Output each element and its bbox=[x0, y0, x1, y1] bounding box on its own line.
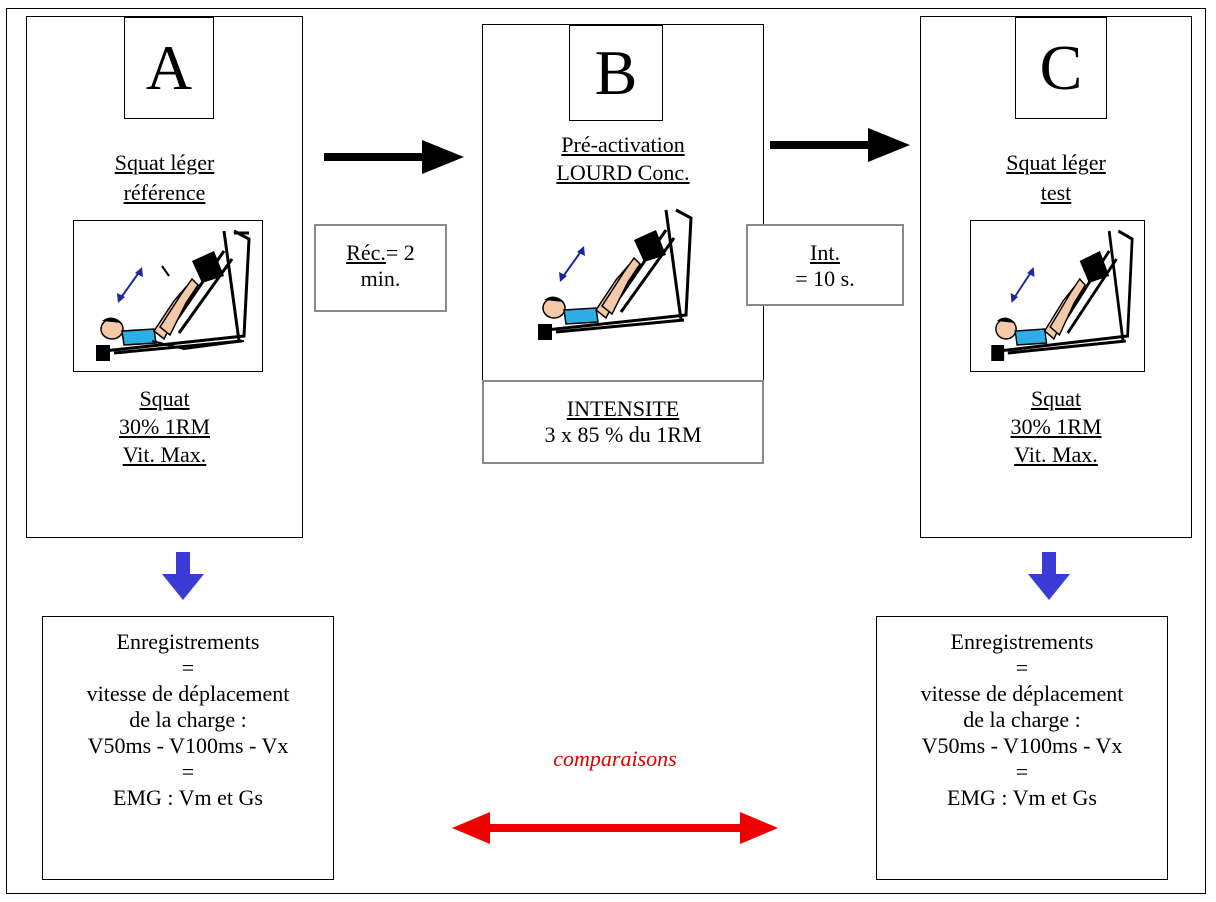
intensity-box: INTENSITE 3 x 85 % du 1RM bbox=[482, 380, 764, 464]
results-line3: de la charge : bbox=[129, 707, 247, 732]
results-eq: = bbox=[181, 759, 195, 784]
results-line5: EMG : Vm et Gs bbox=[113, 785, 263, 810]
double-headed-arrow-icon bbox=[452, 812, 778, 844]
leg-press-machine-illustration-icon bbox=[96, 229, 251, 361]
panel-a-caption-line1: Squat bbox=[139, 386, 190, 411]
panel-c-title-line2: test bbox=[1040, 180, 1072, 205]
panel-a-caption-line2: 30% 1RM bbox=[118, 414, 211, 439]
results-line5: EMG : Vm et Gs bbox=[947, 785, 1097, 810]
comparison-label: comparaisons bbox=[553, 746, 677, 771]
results-line2: vitesse de déplacement bbox=[920, 681, 1124, 706]
panel-a-title-line2: référence bbox=[123, 180, 206, 205]
panel-a-caption-line3: Vit. Max. bbox=[122, 442, 207, 467]
intensity-value: 3 x 85 % du 1RM bbox=[544, 422, 702, 447]
panel-b-title-line2: LOURD Conc. bbox=[556, 160, 690, 185]
right-arrow-icon bbox=[770, 128, 910, 162]
panel-c-caption-line1: Squat bbox=[1030, 386, 1082, 411]
leg-press-image-b bbox=[516, 208, 706, 348]
panel-a-letter: A bbox=[124, 17, 214, 119]
intensity-label: INTENSITE bbox=[566, 396, 680, 421]
note-interval-line2: = 10 s. bbox=[795, 266, 855, 291]
leg-press-machine-illustration-icon bbox=[991, 229, 1134, 361]
leg-press-image-a bbox=[73, 220, 263, 372]
down-arrow-icon bbox=[162, 552, 204, 600]
note-interval: Int. = 10 s. bbox=[746, 224, 904, 306]
panel-a-title-line1: Squat léger bbox=[114, 150, 215, 175]
right-arrow-icon bbox=[324, 140, 464, 174]
note-interval-label: Int. bbox=[810, 240, 840, 265]
down-arrow-icon bbox=[1028, 552, 1070, 600]
results-eq: = bbox=[1015, 655, 1029, 680]
panel-b-title-line1: Pré-activation bbox=[561, 132, 685, 157]
results-line1: Enregistrements bbox=[116, 629, 260, 654]
results-box-left: Enregistrements = vitesse de déplacement… bbox=[42, 616, 334, 880]
leg-press-image-c bbox=[970, 220, 1145, 372]
panel-c-title-line1: Squat léger bbox=[1006, 150, 1106, 175]
note-recovery: Réc.= 2 min. bbox=[314, 224, 447, 312]
note-recovery-line2: min. bbox=[360, 266, 401, 291]
results-line2: vitesse de déplacement bbox=[86, 681, 290, 706]
outer-frame bbox=[6, 8, 1206, 894]
panel-c-letter: C bbox=[1015, 17, 1107, 119]
panel-b-letter: B bbox=[569, 25, 663, 121]
results-box-right: Enregistrements = vitesse de déplacement… bbox=[876, 616, 1168, 880]
leg-press-machine-illustration-icon bbox=[538, 208, 693, 340]
panel-c-caption-line2: 30% 1RM bbox=[1010, 414, 1102, 439]
results-line3: de la charge : bbox=[963, 707, 1081, 732]
results-line1: Enregistrements bbox=[950, 629, 1094, 654]
results-eq: = bbox=[1015, 759, 1029, 784]
results-line4: V50ms - V100ms - Vx bbox=[921, 733, 1123, 758]
results-line4: V50ms - V100ms - Vx bbox=[87, 733, 289, 758]
note-recovery-rest: = 2 bbox=[385, 240, 415, 265]
panel-c-caption-line3: Vit. Max. bbox=[1014, 442, 1098, 467]
results-eq: = bbox=[181, 655, 195, 680]
note-recovery-label: Réc. bbox=[346, 240, 386, 265]
